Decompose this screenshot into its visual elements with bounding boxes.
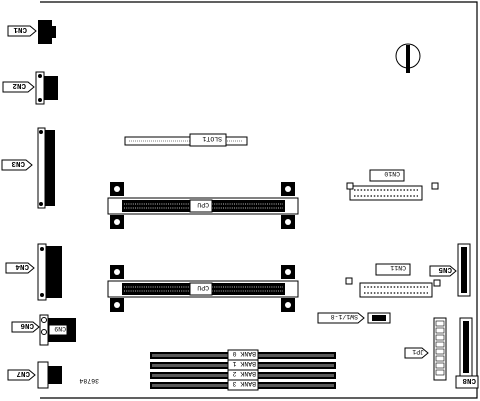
- cn4-connector: CN4: [5, 243, 62, 301]
- figure-number: 36784: [79, 377, 99, 384]
- slot1-connector: SLOT1: [124, 133, 248, 147]
- cn10-label: CN10: [384, 170, 400, 177]
- memory-bank-0: BANK 0: [150, 349, 336, 361]
- cpu-bottom-label: CPU: [197, 284, 209, 291]
- bank2-label: BANK 2: [232, 370, 256, 377]
- cn1-label: CN1: [13, 25, 27, 33]
- cn9-label: CN9: [54, 325, 66, 332]
- board-outline: [40, 1, 478, 399]
- cn11-label: CN11: [390, 264, 406, 271]
- memory-bank-2: BANK 2: [150, 369, 336, 381]
- cpu-slot-top: CPU: [107, 182, 299, 229]
- cn5-label: CN5: [438, 265, 452, 273]
- cn6-label: CN6: [20, 321, 34, 329]
- cn10-header: CN10: [346, 169, 439, 201]
- battery-icon: [395, 43, 421, 73]
- cn8-connector: CN8: [455, 317, 479, 389]
- sw1-label: SW1/1-8: [331, 313, 358, 320]
- cn8-label: CN8: [462, 376, 476, 384]
- memory-banks: BANK 0 BANK 1 BANK 2 BANK 3: [150, 349, 336, 391]
- sw1-switch: SW1/1-8: [317, 312, 391, 324]
- cn2-label: CN2: [12, 81, 26, 89]
- memory-bank-3: BANK 3: [150, 379, 336, 391]
- cn5-connector: CN5: [429, 243, 471, 297]
- cpu-top-label: CPU: [197, 201, 209, 208]
- memory-bank-1: BANK 1: [150, 359, 336, 371]
- slot1-label: SLOT1: [202, 135, 222, 142]
- cn1-connector: CN1: [7, 20, 56, 44]
- cn3-label: CN3: [11, 159, 25, 167]
- bank3-label: BANK 3: [232, 380, 256, 387]
- jp1-label: JP1: [412, 348, 424, 355]
- cn2-connector: CN2: [2, 71, 58, 105]
- jp1-header: JP1: [404, 317, 447, 381]
- cn3-connector: CN3: [1, 127, 55, 209]
- cn9-connector: CN9: [48, 324, 68, 336]
- cn11-header: CN11: [345, 263, 441, 298]
- bank0-label: BANK 0: [232, 350, 256, 357]
- cpu-slot-bottom: CPU: [107, 265, 299, 312]
- bank1-label: BANK 1: [232, 360, 256, 367]
- cn7-label: CN7: [16, 369, 30, 377]
- cn4-label: CN4: [15, 262, 29, 270]
- cn7-connector: CN7: [7, 361, 62, 389]
